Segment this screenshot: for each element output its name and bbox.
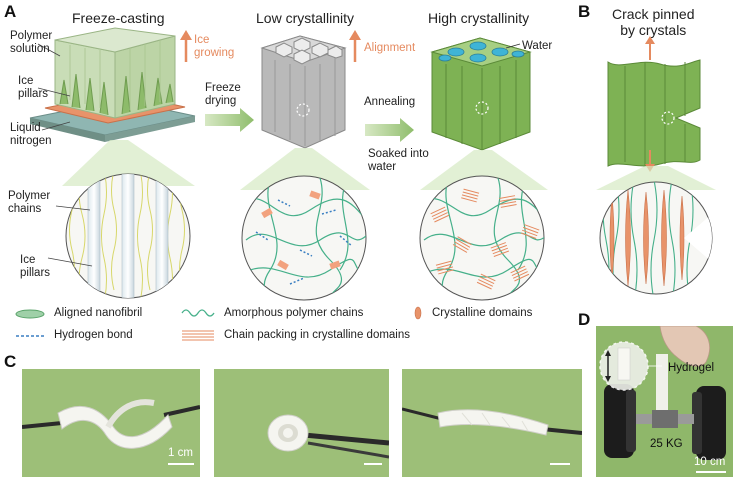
legend-aligned-nanofibril: Aligned nanofibril [54, 307, 143, 319]
scale-label-c: 1 cm [168, 447, 193, 459]
label-weight: 25 KG [650, 438, 683, 450]
legend-icon-aligned-nanofibril [15, 309, 45, 319]
title-low-crystallinity: Low crystallinity [256, 10, 355, 26]
scale-bar-c [168, 463, 194, 465]
scale-bar-c3 [550, 463, 570, 465]
panel-letter-c: C [4, 352, 17, 371]
legend-icon-crystalline-domains [414, 306, 422, 320]
photo-twisted-hydrogel: 1 cm [22, 369, 200, 477]
legend-icon-hydrogen-bond [16, 335, 44, 337]
panel-letter-a: A [4, 2, 17, 21]
label-alignment: Alignment [364, 42, 416, 54]
panel-letter-d: D [578, 310, 591, 329]
title-freeze-casting: Freeze-casting [72, 10, 165, 26]
scale-bar-d [696, 471, 726, 473]
label-water: Water [522, 40, 553, 52]
legend-icon-chain-packing [182, 330, 214, 341]
label-hydrogel: Hydrogel [668, 362, 715, 374]
photo-dumbbell-lift: Hydrogel 25 KG 10 cm [596, 326, 733, 477]
panel-letter-b: B [578, 2, 591, 21]
photo-rolled-hydrogel [214, 369, 389, 477]
photo-stretched-hydrogel [402, 369, 582, 477]
label-annealing: Annealing [364, 96, 416, 108]
title-high-crystallinity: High crystallinity [428, 10, 530, 26]
legend-hydrogen-bond: Hydrogen bond [54, 329, 133, 341]
legend-amorphous-chains: Amorphous polymer chains [224, 307, 364, 319]
scale-label-d: 10 cm [694, 456, 726, 468]
legend-chain-packing: Chain packing in crystalline domains [224, 329, 411, 341]
legend-crystalline-domains: Crystalline domains [432, 307, 533, 319]
scale-bar-c2 [364, 463, 382, 465]
legend-icon-amorphous-chains [181, 309, 215, 317]
